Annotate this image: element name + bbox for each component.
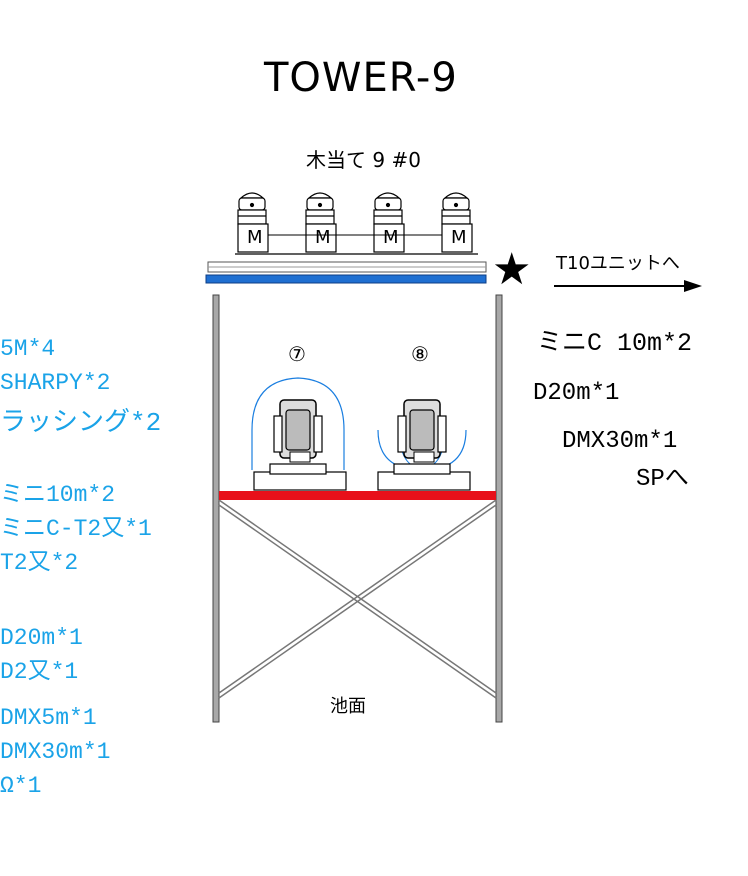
sharpy-fixture-7 [251,377,347,491]
arrow-label: T10ユニットへ [556,253,680,274]
left-note: SHARPY*2 [0,370,111,396]
right-note-3: DMX30m*1 [562,428,678,455]
fixture-m-1 [237,192,269,253]
left-note: ミニ10m*2 [0,482,116,508]
fixture-m-4-label: M [451,227,467,248]
arrow-to-t10 [554,280,702,292]
left-note: DMX30m*1 [0,739,111,765]
left-note: Ω*1 [0,773,42,799]
left-note: DMX5m*1 [0,705,97,731]
fixture-m-3-label: M [383,227,399,248]
deck-red-bar [219,491,496,500]
left-note: D20m*1 [0,625,83,651]
base-label: 池面 [330,696,366,717]
left-note: T2又*2 [0,550,79,576]
top-truss [205,261,487,284]
fixture-number-7: ⑦ [288,342,306,366]
right-note-1: ミニC 10m*2 [537,329,693,358]
fixture-number-8: ⑧ [411,342,429,366]
left-note: ラッシング*2 [0,408,162,438]
fixture-m-1-label: M [247,227,263,248]
cross-bracing [218,499,497,699]
right-note-4: SPへ [636,466,689,493]
star-icon: ★ [492,244,532,295]
fixture-m-2-label: M [315,227,331,248]
top-fixtures [235,192,478,255]
fixture-m-3 [373,192,405,253]
left-note: D2又*1 [0,659,79,685]
fixture-m-2 [305,192,337,253]
tower-posts [212,294,503,723]
fixture-m-4 [441,192,473,253]
tower-title: TOWER-9 [264,55,458,101]
sharpy-fixture-8 [377,399,471,491]
top-label: 木当て 9 #0 [306,148,421,172]
right-note-2: D20m*1 [533,380,620,407]
blue-bar [205,274,487,284]
left-note: ミニC-T2又*1 [0,516,152,542]
left-note: 5M*4 [0,336,56,362]
